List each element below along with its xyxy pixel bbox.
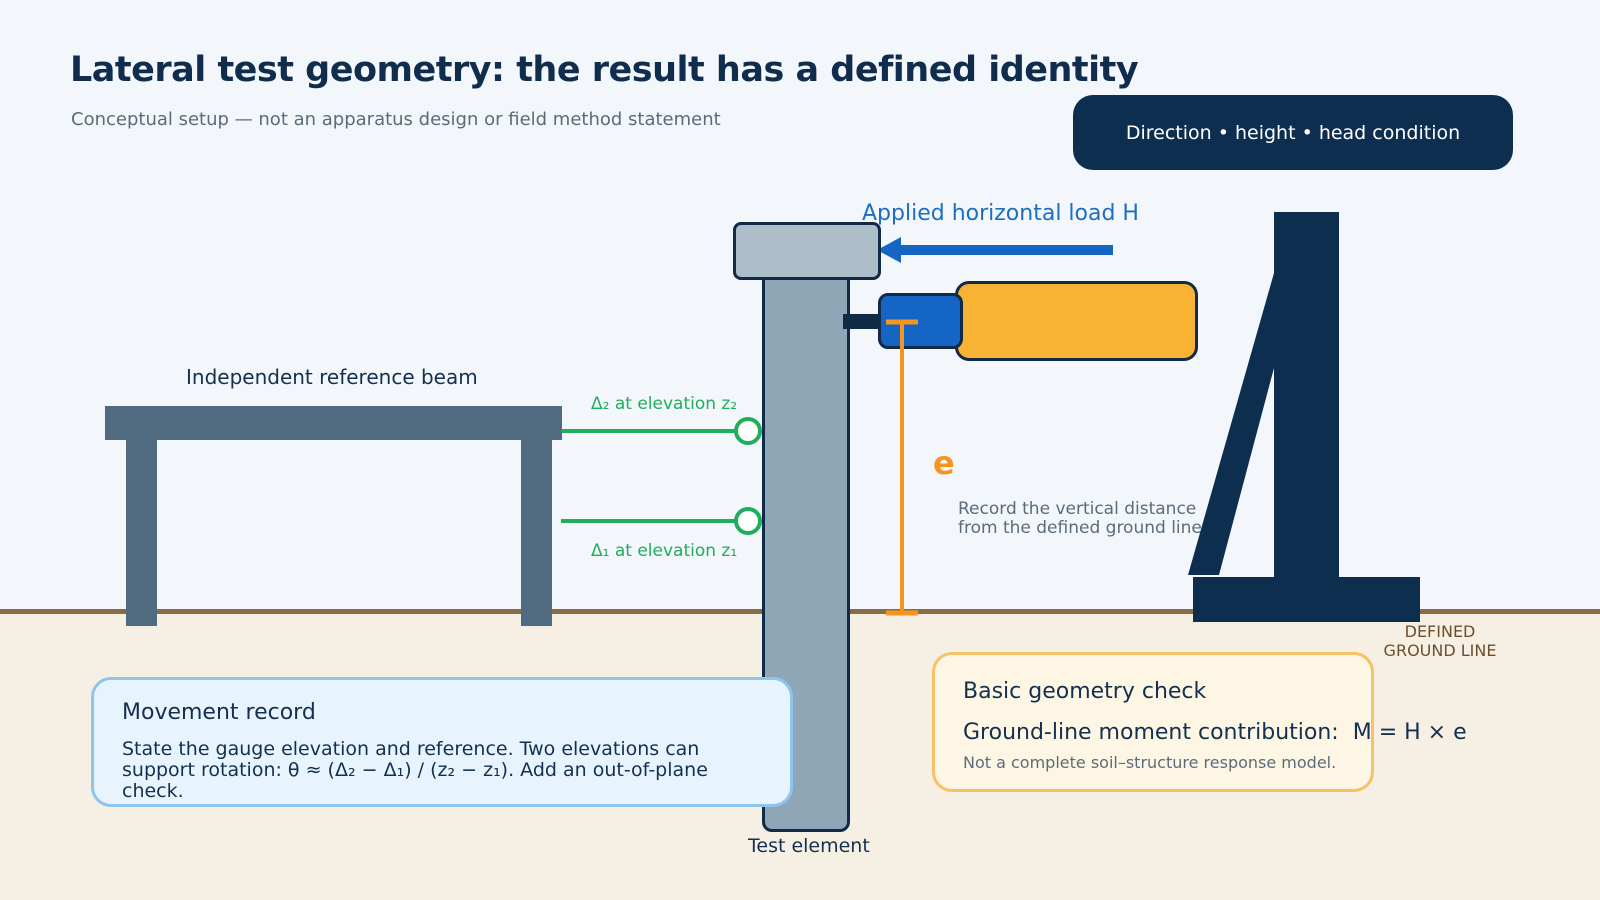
defined-ground-label: DEFINED GROUND LINE	[1383, 622, 1497, 660]
load-arrow-head	[877, 237, 901, 263]
geometry-check-note: Not a complete soil–structure response m…	[963, 753, 1337, 772]
reference-beam-leg-right	[521, 438, 552, 626]
reaction-frame-strut	[1188, 273, 1274, 575]
gauge-lower-point	[734, 507, 762, 535]
load-label: Applied horizontal load H	[862, 201, 1139, 226]
gauge-lower-line	[561, 519, 735, 523]
reference-beam-top	[105, 406, 562, 440]
gauge-upper-label: Δ₂ at elevation z₂	[591, 394, 738, 414]
jack-rod	[843, 314, 881, 329]
movement-record-text: State the gauge elevation and reference.…	[122, 738, 708, 802]
page-subtitle: Conceptual setup — not an apparatus desi…	[71, 109, 721, 130]
movement-record-box: Movement record State the gauge elevatio…	[91, 677, 793, 807]
test-element-label: Test element	[748, 835, 870, 857]
formula-label: Ground-line moment contribution:	[963, 720, 1339, 745]
pile-cap	[733, 222, 881, 280]
reference-beam-leg-left	[126, 438, 157, 626]
jack-ram	[878, 293, 963, 349]
eccentricity-note-text: Record the vertical distance from the de…	[958, 499, 1202, 538]
eccentricity-note: Record the vertical distance from the de…	[958, 500, 1202, 538]
formula: M = H × e	[1352, 720, 1467, 745]
reaction-frame-post	[1274, 212, 1339, 587]
info-pill: Direction • height • head condition	[1073, 95, 1513, 170]
geometry-check-formula-row: Ground-line moment contribution: M = H × …	[963, 720, 1467, 745]
reference-beam-label: Independent reference beam	[186, 365, 478, 389]
reaction-frame-base	[1193, 577, 1420, 622]
gauge-lower-label: Δ₁ at elevation z₁	[591, 541, 738, 561]
page-title: Lateral test geometry: the result has a …	[70, 50, 1139, 90]
jack-body	[955, 281, 1198, 361]
geometry-check-box: Basic geometry check Ground-line moment …	[932, 652, 1467, 792]
gauge-upper-line	[561, 429, 735, 433]
eccentricity-label: e	[933, 444, 955, 482]
gauge-upper-point	[734, 417, 762, 445]
geometry-check-title: Basic geometry check	[963, 679, 1207, 704]
movement-record-title: Movement record	[122, 700, 316, 725]
